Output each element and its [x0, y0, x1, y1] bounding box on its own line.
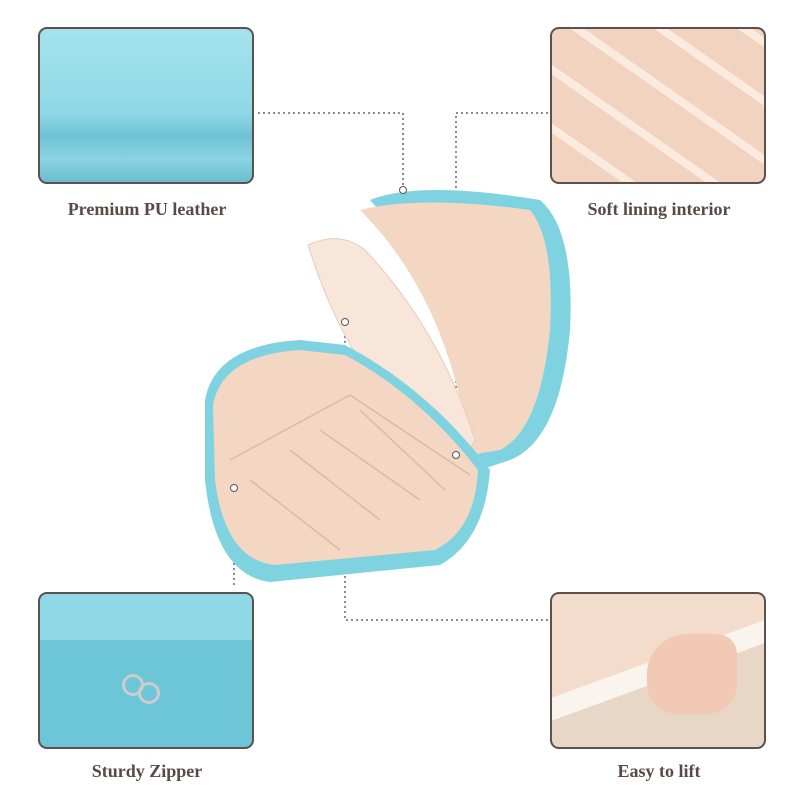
feature-label-lining: Soft lining interior — [587, 199, 731, 219]
feature-label-zipper: Sturdy Zipper — [91, 761, 203, 781]
feature-label-lift: Easy to lift — [617, 761, 701, 781]
feature-image-zipper — [38, 592, 254, 749]
feature-image-lift — [550, 592, 766, 749]
hand-icon — [647, 634, 737, 714]
feature-image-lining — [550, 27, 766, 184]
zipper-pull-icon — [120, 634, 160, 704]
jewelry-box — [205, 186, 571, 582]
feature-image-leather — [38, 27, 254, 184]
feature-label-leather: Premium PU leather — [67, 199, 227, 219]
